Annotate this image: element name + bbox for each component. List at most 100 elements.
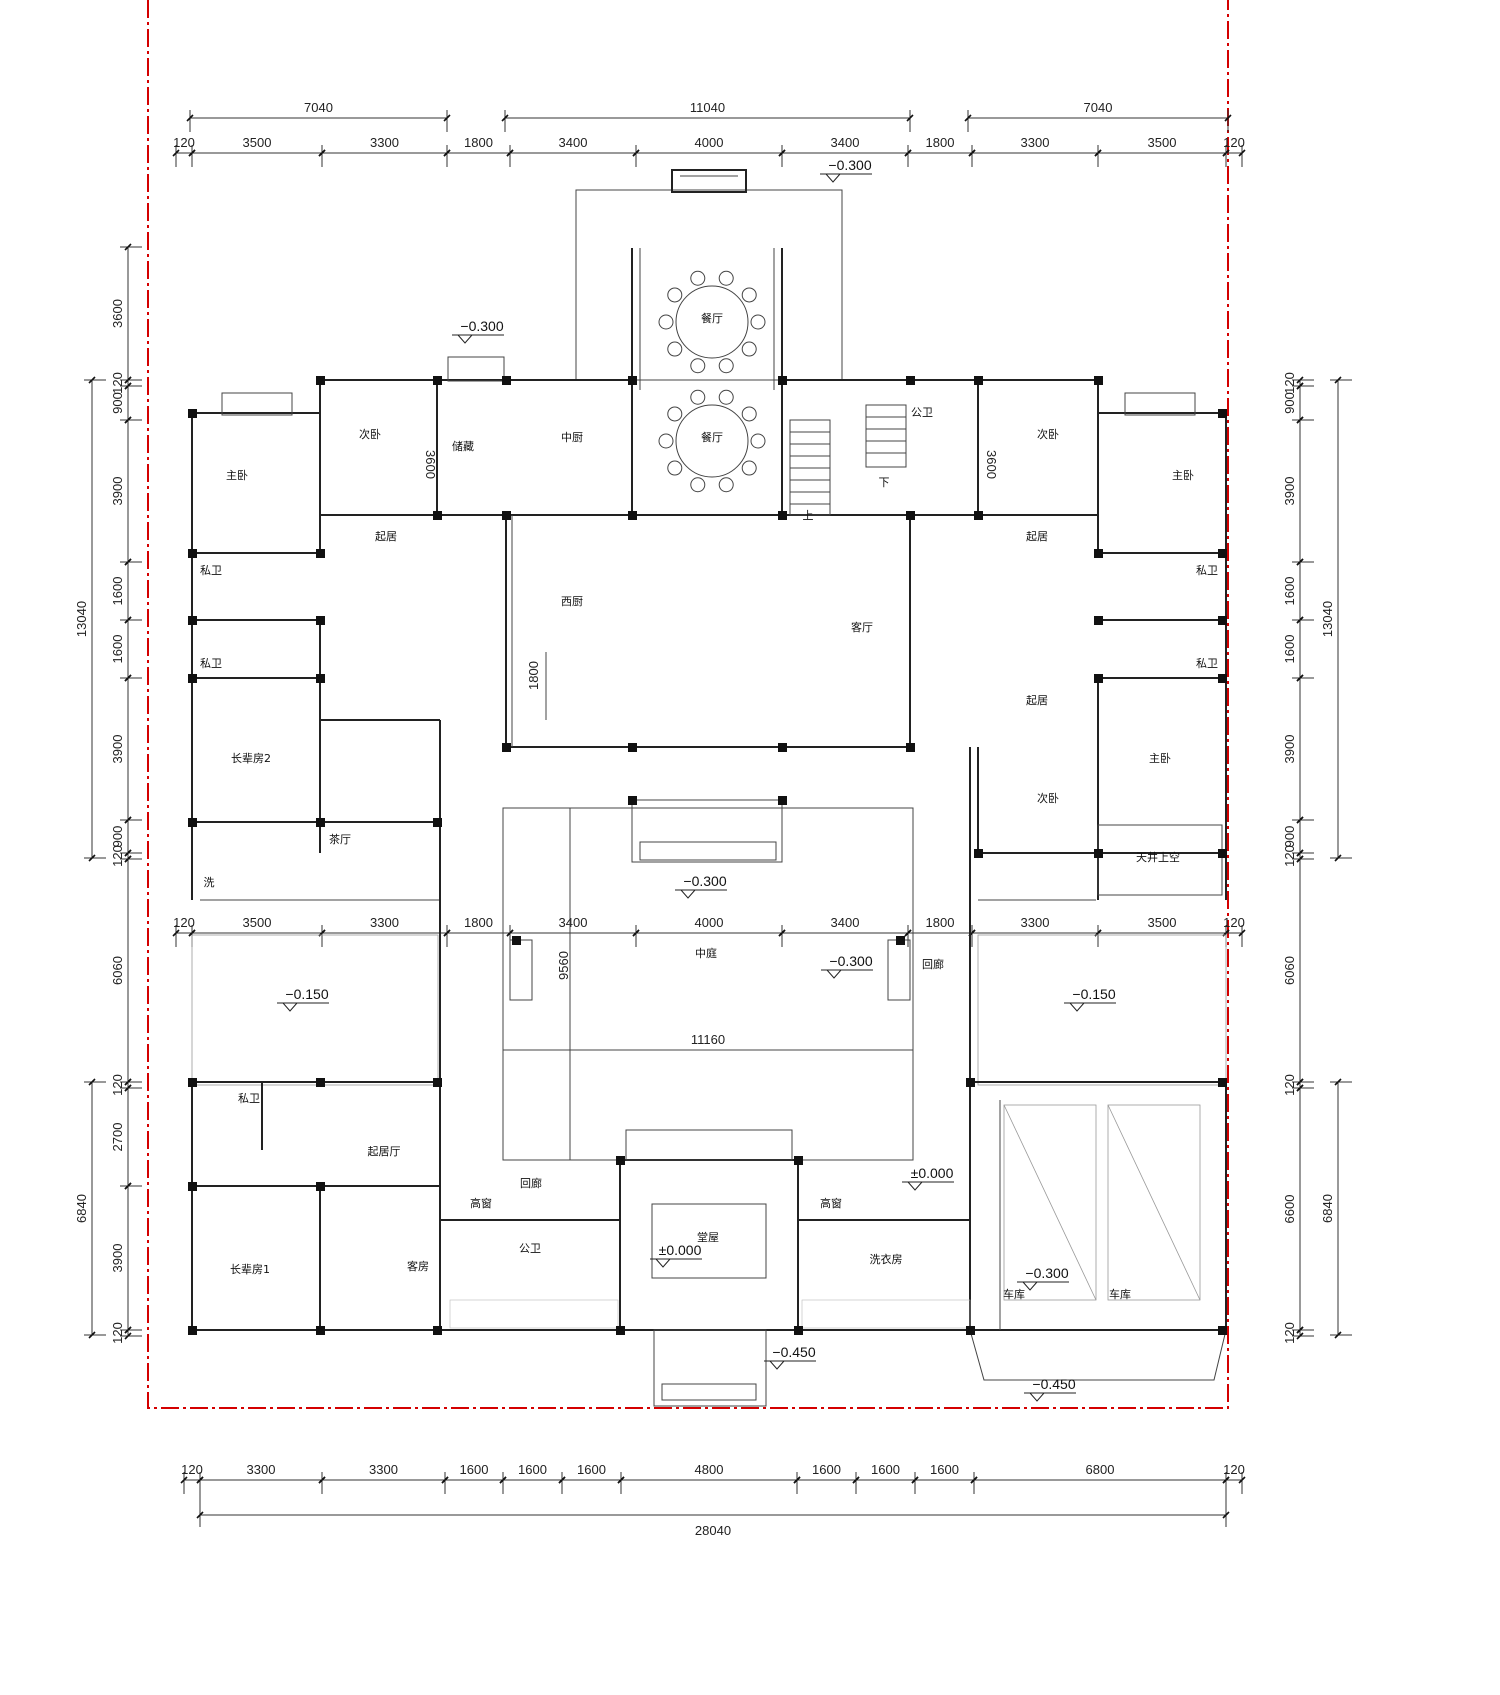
room-label: 堂屋 (697, 1231, 719, 1244)
right-inner-dimensions: 1209003900160016003900900120606012066001… (1282, 372, 1314, 1344)
dim-label: 3600 (110, 299, 125, 328)
room-label: 天井上空 (1136, 850, 1180, 864)
level-triangle (680, 889, 696, 899)
dim-tick (124, 1182, 132, 1190)
dim-label: 3500 (243, 915, 272, 930)
site-boundary-line (147, 0, 1229, 1409)
column (433, 1078, 442, 1087)
dim-label: 120 (110, 845, 125, 867)
dim-tick (904, 149, 912, 157)
dim-tick (632, 149, 640, 157)
dim-tick (1296, 1332, 1304, 1340)
level-triangle (769, 1360, 785, 1370)
room-label: 餐厅 (701, 311, 723, 325)
dim-label: 3400 (559, 915, 588, 930)
dim-tick (443, 929, 451, 937)
column (794, 1326, 803, 1335)
dim-label: 1600 (518, 1462, 547, 1477)
dim-label: 11040 (690, 100, 725, 115)
column (316, 616, 325, 625)
dim-label: 7040 (1084, 100, 1113, 115)
dim-label: 7040 (304, 100, 333, 115)
chair (750, 433, 766, 449)
room-label: 车库 (1109, 1287, 1131, 1301)
dim-label: 120 (173, 135, 195, 150)
column (1218, 409, 1227, 418)
dining-tables (675, 285, 749, 478)
column (1218, 616, 1227, 625)
dim-tick (1094, 149, 1102, 157)
dim-tick (1296, 1084, 1304, 1092)
room-label: 高窗 (820, 1196, 842, 1210)
dim-label: 120 (173, 915, 195, 930)
dim-tick (124, 674, 132, 682)
dim-label: 3900 (110, 477, 125, 506)
level-mark: −0.300 (683, 873, 726, 889)
dim-tick (88, 1078, 96, 1086)
dim-tick (1296, 674, 1304, 682)
column (502, 376, 511, 385)
column (628, 743, 637, 752)
column (1218, 674, 1227, 683)
column (1218, 1078, 1227, 1087)
dim-label: 3900 (1282, 477, 1297, 506)
dim-tick (124, 376, 132, 384)
dim-label: 6840 (1320, 1194, 1335, 1223)
dim-tick (506, 149, 514, 157)
room-label: 中厨 (561, 431, 583, 444)
dim-label: 6800 (1086, 1462, 1115, 1477)
dim-tick (124, 1326, 132, 1334)
dim-label: 1600 (460, 1462, 489, 1477)
dim-label: 3900 (110, 735, 125, 764)
dim-tick (1296, 376, 1304, 384)
dim-label: 900 (110, 826, 125, 848)
column (1094, 849, 1103, 858)
room-label: 中庭 (695, 946, 717, 960)
column (974, 849, 983, 858)
dim-label: 3400 (559, 135, 588, 150)
wall-lines (191, 169, 1227, 1407)
dim-tick (1222, 1476, 1230, 1484)
dim-tick (1296, 1326, 1304, 1334)
level-mark: −0.450 (1032, 1376, 1075, 1392)
dim-tick (1224, 114, 1232, 122)
column (1094, 549, 1103, 558)
dim-tick (1238, 149, 1246, 157)
chair (658, 314, 674, 330)
dim-label: 1600 (871, 1462, 900, 1477)
dim-tick (632, 929, 640, 937)
top-total-dimensions: 7040 11040 7040 (186, 100, 1232, 132)
dim-tick (180, 1476, 188, 1484)
dim-label: 1600 (110, 577, 125, 606)
dim-tick (1296, 382, 1304, 390)
room-label: 主卧 (226, 469, 248, 482)
chair (667, 460, 683, 476)
level-mark: −0.300 (1025, 1265, 1068, 1281)
dim-tick (778, 929, 786, 937)
level-triangle (282, 1002, 298, 1012)
column (316, 549, 325, 558)
chair (690, 477, 706, 493)
room-label: 洗 (204, 876, 215, 889)
column (1094, 616, 1103, 625)
level-mark: −0.450 (772, 1344, 815, 1360)
dim-tick (196, 1511, 204, 1519)
room-label: 车库 (1003, 1287, 1025, 1301)
column (433, 1326, 442, 1335)
chair (741, 341, 757, 357)
level-mark: ±0.000 (659, 1242, 702, 1258)
chair (667, 287, 683, 303)
column (188, 1182, 197, 1191)
dim-tick (1238, 929, 1246, 937)
dim-tick (964, 114, 972, 122)
dim-tick (124, 1078, 132, 1086)
dim-tick (1296, 849, 1304, 857)
chair (718, 270, 734, 286)
dim-tick (318, 149, 326, 157)
dim-label: 2700 (110, 1123, 125, 1152)
dim-label: 13040 (74, 601, 89, 637)
column (433, 511, 442, 520)
dim-label: 3500 (243, 135, 272, 150)
chair (667, 406, 683, 422)
